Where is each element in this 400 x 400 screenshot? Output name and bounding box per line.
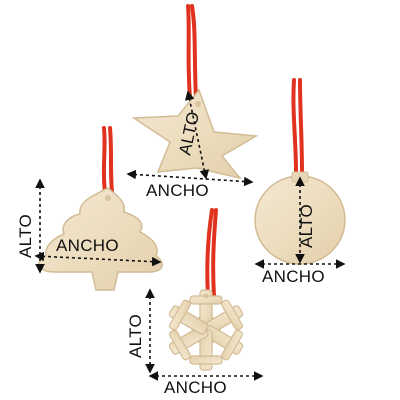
tree-ribbon <box>101 126 114 194</box>
tree-ornament: ALTO ANCHO <box>16 126 163 291</box>
star-height-line <box>184 90 210 180</box>
bauble-ribbon <box>291 78 304 174</box>
tree-height-label: ALTO <box>16 214 35 258</box>
snowflake-width-label: ANCHO <box>164 378 227 397</box>
star-ribbon <box>186 4 198 100</box>
bauble-ornament: ALTO ANCHO <box>254 78 346 286</box>
snowflake-shape <box>168 289 244 371</box>
bauble-width-label: ANCHO <box>262 267 325 286</box>
snowflake-height-label: ALTO <box>126 314 145 358</box>
star-ornament: ALTO ANCHO <box>126 4 259 200</box>
star-width-label: ANCHO <box>146 181 209 200</box>
snowflake-ornament: ALTO ANCHO <box>126 208 264 397</box>
bauble-height-label: ALTO <box>297 204 316 248</box>
snowflake-ribbon <box>205 208 218 298</box>
tree-width-label: ANCHO <box>56 236 119 255</box>
tree-width-line <box>34 251 162 267</box>
star-width-line <box>126 169 254 187</box>
